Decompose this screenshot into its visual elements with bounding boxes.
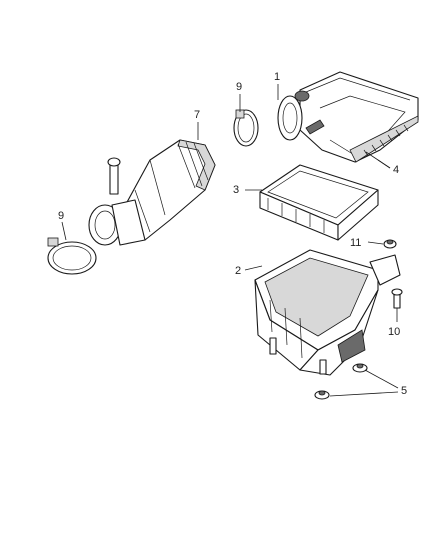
callout-11: 11 [350,237,361,249]
callout-5: 5 [401,385,407,397]
leader-lines [61,84,399,397]
callout-1: 1 [274,71,280,83]
grommet-5a [352,363,368,373]
hose-clamp-lower [47,237,97,275]
callout-9-lower: 9 [58,210,64,222]
callout-2: 2 [235,265,241,277]
air-cleaner-housing [254,249,401,376]
air-cleaner-lid [277,71,419,163]
callout-9-upper: 9 [236,81,242,93]
callout-4: 4 [393,164,399,176]
air-filter-element [259,164,379,241]
callout-3: 3 [233,184,239,196]
callout-7: 7 [194,109,200,121]
callout-10: 10 [388,326,400,338]
push-pin-10 [391,288,403,309]
grommet-11 [383,239,397,249]
intake-duct [88,139,216,246]
hose-clamp-upper [233,109,259,147]
grommet-5b [314,390,330,400]
